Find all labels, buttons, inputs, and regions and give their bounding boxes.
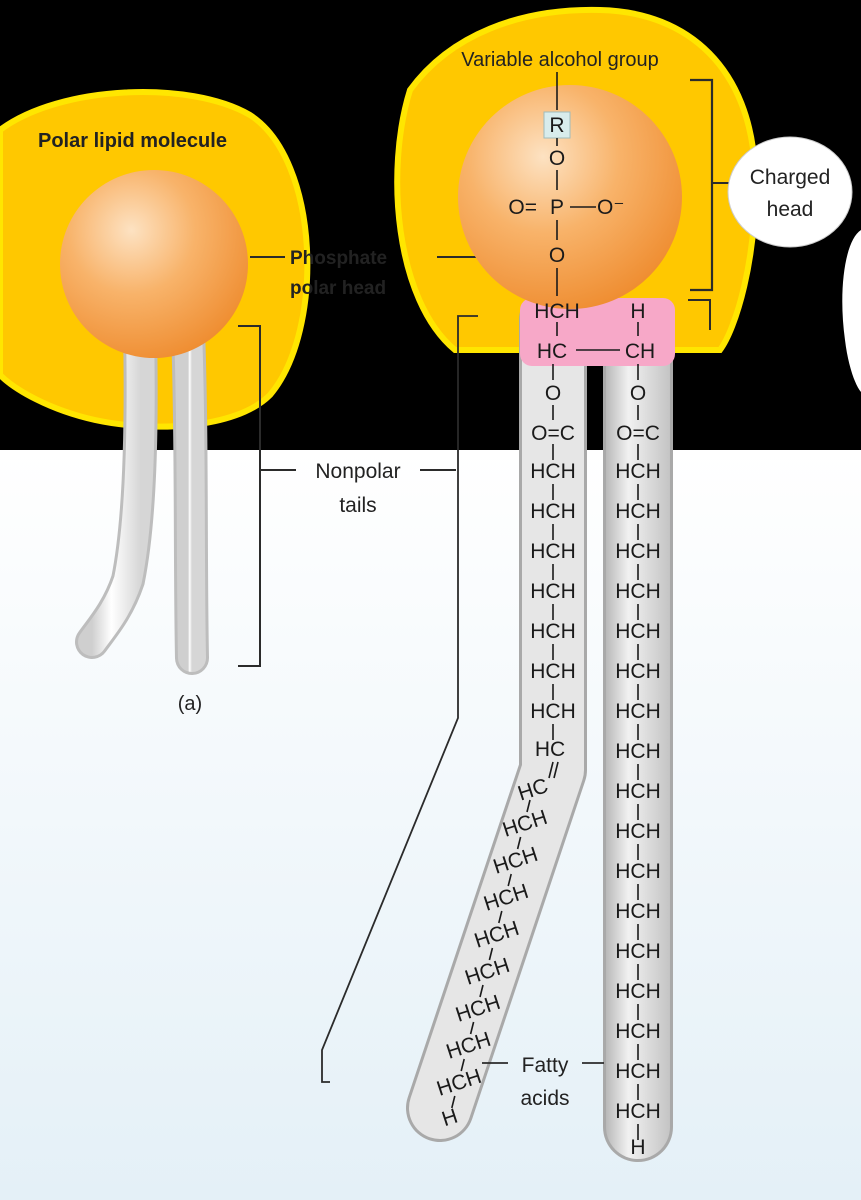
glycerol-left: HC — [537, 340, 567, 363]
left-chain-unit: HCH — [530, 620, 576, 643]
bond-left-lower — [526, 799, 531, 813]
right-chain-unit: HCH — [615, 460, 661, 483]
glycerol-top: HCH — [534, 300, 580, 323]
right-chain-unit: HCH — [615, 660, 661, 683]
right-ester-oxygen: O — [630, 382, 646, 405]
head-sphere-small — [60, 170, 248, 358]
glycerol-right: CH — [625, 340, 655, 363]
right-chain-unit: HCH — [615, 1020, 661, 1043]
head-sphere-large — [458, 85, 682, 309]
bond-left-lower — [516, 836, 522, 850]
phosphate-label-line2: polar head — [290, 278, 386, 299]
edge-bubble — [842, 230, 861, 392]
left-ester-oxygen: O — [545, 382, 561, 405]
right-chain-unit: HCH — [615, 580, 661, 603]
left-chain-terminal: H — [439, 1105, 461, 1132]
r-group: R — [549, 114, 564, 137]
left-chain-unit: HCH — [530, 500, 576, 523]
fatty-acids-line2: acids — [520, 1087, 569, 1110]
fatty-acids-line1: Fatty — [522, 1054, 569, 1077]
variable-alcohol-label: Variable alcohol group — [461, 49, 659, 71]
charged-head-line2: head — [767, 198, 814, 221]
p-center: P — [550, 196, 564, 219]
p-left-oxygen: O= — [508, 196, 537, 219]
bond-left-lower — [479, 984, 484, 998]
phosphate-label-line1: Phosphate — [290, 248, 387, 269]
right-chain-unit: HCH — [615, 980, 661, 1003]
fatty-acid-chain-right: O O=C HCH HCH HCH HCH HCH HCH HCH HCH HCH HCH HCH HCH… — [615, 364, 661, 1159]
left-chain-unit: HCH — [530, 700, 576, 723]
bond-left-lower — [469, 1021, 475, 1035]
left-double-bond-carbon: HC — [535, 738, 565, 761]
p-right-oxygen: O⁻ — [597, 196, 624, 219]
right-chain-terminal: H — [630, 1136, 645, 1159]
bond-left-double-1 — [548, 761, 554, 779]
o-top: O — [549, 147, 565, 170]
polar-lipid-label: Polar lipid molecule — [38, 130, 227, 152]
charged-head-line1: Charged — [750, 166, 831, 189]
left-carbonyl: O=C — [531, 422, 575, 445]
right-chain-unit: HCH — [615, 900, 661, 923]
right-chain-unit: HCH — [615, 780, 661, 803]
glycerol-highlight — [520, 298, 675, 366]
right-chain-unit: HCH — [615, 1060, 661, 1083]
bond-left-lower — [460, 1058, 465, 1072]
nonpolar-label-line2: tails — [339, 494, 376, 517]
left-chain-unit: HCH — [530, 540, 576, 563]
charged-head-bubble — [727, 136, 853, 248]
left-chain-unit: HCH — [530, 580, 576, 603]
bracket-tails-b — [321, 315, 478, 1083]
right-chain-unit: HCH — [615, 540, 661, 563]
bracket-tails-right-top — [688, 299, 711, 330]
bracket-tails-a — [238, 325, 261, 667]
tube-left — [409, 289, 584, 1139]
o-bottom: O — [549, 244, 565, 267]
glycerol-right-h: H — [630, 300, 645, 323]
tail-right — [174, 316, 206, 672]
bond-left-terminal — [451, 1095, 456, 1109]
right-chain-unit: HCH — [615, 620, 661, 643]
bond-left-lower — [498, 910, 503, 924]
right-carbonyl: O=C — [616, 422, 660, 445]
nonpolar-label-line1: Nonpolar — [315, 460, 400, 483]
panel-a-label: (a) — [178, 693, 202, 715]
right-chain-unit: HCH — [615, 700, 661, 723]
right-chain-unit: HCH — [615, 940, 661, 963]
bond-left-lower — [507, 873, 512, 887]
tail-left — [78, 316, 155, 656]
right-chain-unit: HCH — [615, 500, 661, 523]
bond-left-lower — [488, 947, 494, 961]
right-chain-unit: HCH — [615, 1100, 661, 1123]
right-chain-unit: HCH — [615, 860, 661, 883]
left-chain-unit: HCH — [530, 660, 576, 683]
right-chain-unit: HCH — [615, 820, 661, 843]
bracket-charged-head — [690, 78, 714, 292]
right-chain-unit: HCH — [615, 740, 661, 763]
bond-left-double-2 — [553, 761, 559, 779]
left-chain-unit: HCH — [530, 460, 576, 483]
